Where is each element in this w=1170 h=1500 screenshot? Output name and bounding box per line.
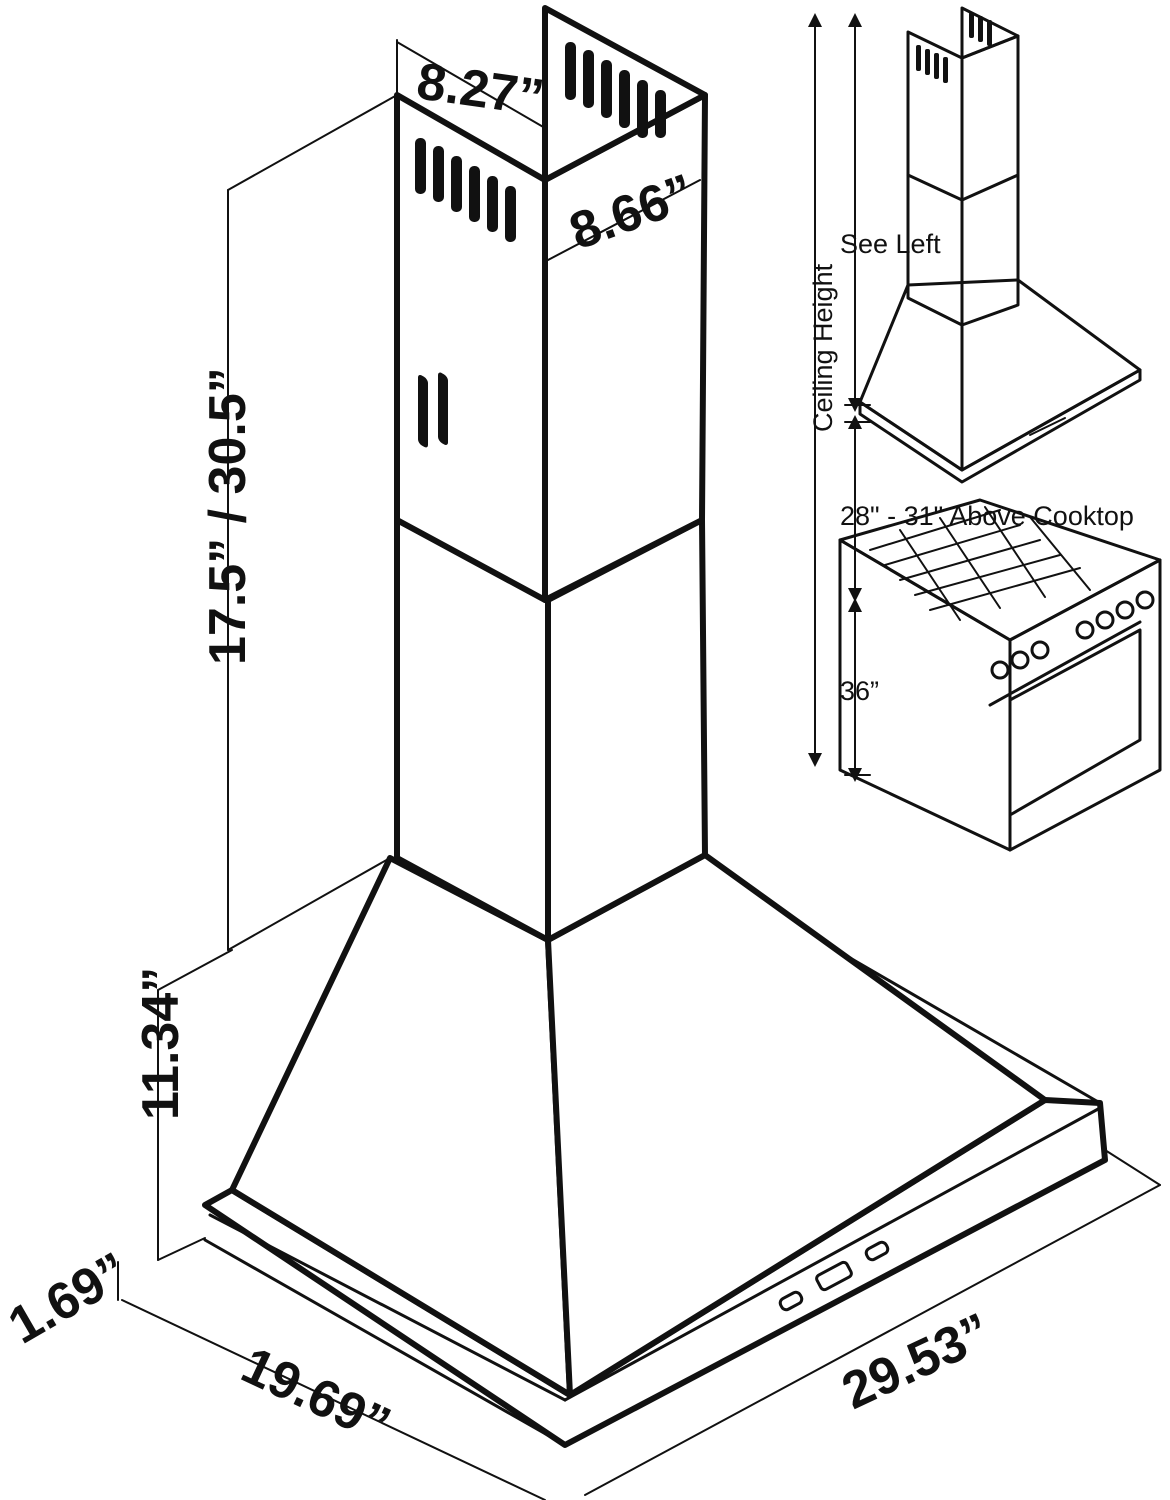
dim-ext-hood-width-right bbox=[1104, 1149, 1161, 1186]
dim-ext-hood-top bbox=[157, 949, 233, 991]
label-hood-width: 29.53” bbox=[834, 1302, 1000, 1421]
label-above-cooktop: 28" - 31" Above Cooktop bbox=[840, 501, 1134, 531]
dim-line-chimney-width bbox=[396, 41, 546, 129]
inset-vent-slots bbox=[916, 12, 992, 83]
dim-line-chimney-depth bbox=[547, 179, 701, 261]
dim-line-hood-width bbox=[584, 1184, 1161, 1496]
label-ceiling-height: Ceiling Height bbox=[808, 263, 838, 432]
dim-ext-chimney-bottom bbox=[227, 857, 391, 951]
label-rim-height: 1.69” bbox=[0, 1242, 138, 1356]
vent-slots-left bbox=[418, 372, 448, 448]
canopy-side-edge bbox=[843, 953, 1102, 1105]
dim-line-hood-depth bbox=[121, 1299, 546, 1500]
label-hood-depth: 19.69” bbox=[233, 1336, 399, 1455]
inset-burner-grates bbox=[869, 506, 1091, 621]
label-chimney-height: 17.5” / 30.5” bbox=[199, 367, 257, 665]
label-see-left: See Left bbox=[840, 229, 941, 259]
dim-ext-chimney-top bbox=[227, 94, 398, 191]
rim-top-edge-left bbox=[203, 1238, 567, 1447]
inset-hood-rim bbox=[858, 368, 1142, 484]
label-hood-height: 11.34” bbox=[132, 967, 190, 1120]
label-counter-height: 36” bbox=[840, 676, 879, 706]
dim-ext-hood-bottom bbox=[157, 1237, 206, 1261]
control-panel bbox=[778, 1240, 890, 1312]
inset-knobs bbox=[990, 590, 1155, 680]
rim-inner-edge-left bbox=[208, 1213, 567, 1402]
vent-slots-back-panel bbox=[565, 42, 666, 138]
vent-slots-left-face bbox=[415, 138, 516, 242]
inset-oven-door bbox=[1008, 628, 1142, 817]
range-hood-drawing: 8.27” 8.66” 17.5” / 30.5” 11.34” 1.69” 1… bbox=[0, 5, 1161, 1500]
rim-inner-edge-right bbox=[563, 1106, 1102, 1402]
installation-inset: Ceiling Height See Left 28" - 31" Above … bbox=[808, 6, 1162, 852]
